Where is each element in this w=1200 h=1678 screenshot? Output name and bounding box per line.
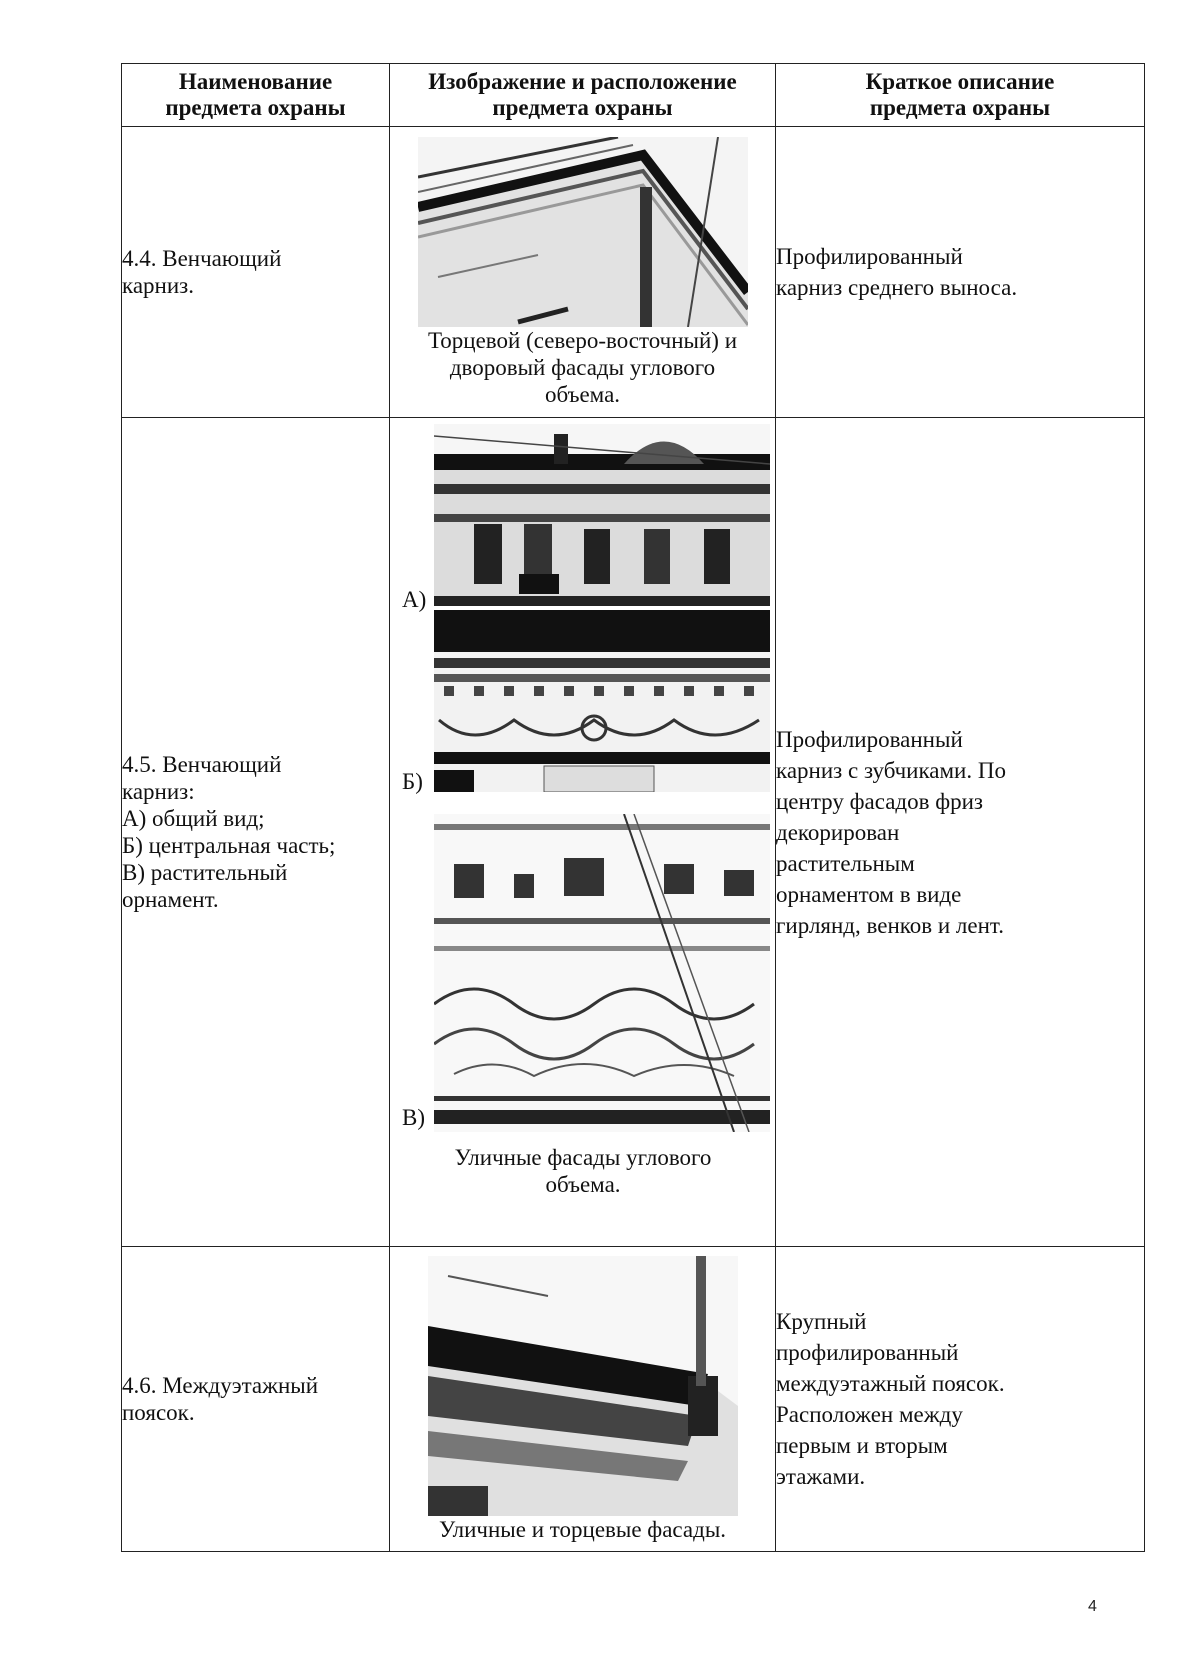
header-description: Краткое описание предмета охраны — [775, 63, 1145, 127]
row-name: 4.5. Венчающий карниз: А) общий вид; Б) … — [121, 417, 390, 1247]
protection-table: Наименование предмета охраны Изображение… — [121, 63, 1145, 1552]
row-image-cell: Торцевой (северо-восточный) и дворовый ф… — [389, 126, 776, 418]
row-description: Крупный профилированный междуэтажный поя… — [775, 1246, 1145, 1552]
table-header-row: Наименование предмета охраны Изображение… — [121, 63, 1145, 127]
row-image-cell: Уличные и торцевые фасады. — [389, 1246, 776, 1552]
header-name: Наименование предмета охраны — [121, 63, 390, 127]
cornice-central-part-photo — [434, 610, 770, 792]
facade-general-photo — [434, 424, 770, 606]
row-image-cell: А) — [389, 417, 776, 1247]
vegetal-ornament-photo — [434, 814, 770, 1132]
belt-course-photo — [427, 1255, 738, 1516]
table-row: 4.6. Междуэтажный поясок. Уличные и торц… — [121, 1246, 1145, 1552]
table-row: 4.4. Венчающий карниз. Торцево — [121, 126, 1145, 418]
row-description: Профилированный карниз среднего выноса. — [775, 126, 1145, 418]
row-name: 4.4. Венчающий карниз. — [121, 126, 390, 418]
header-image: Изображение и расположение предмета охра… — [389, 63, 776, 127]
row-description: Профилированный карниз с зубчиками. По ц… — [775, 417, 1145, 1247]
page-number: 4 — [1088, 1598, 1097, 1615]
row-name: 4.6. Междуэтажный поясок. — [121, 1246, 390, 1552]
cornice-corner-photo — [417, 136, 748, 327]
table-row: 4.5. Венчающий карниз: А) общий вид; Б) … — [121, 417, 1145, 1247]
